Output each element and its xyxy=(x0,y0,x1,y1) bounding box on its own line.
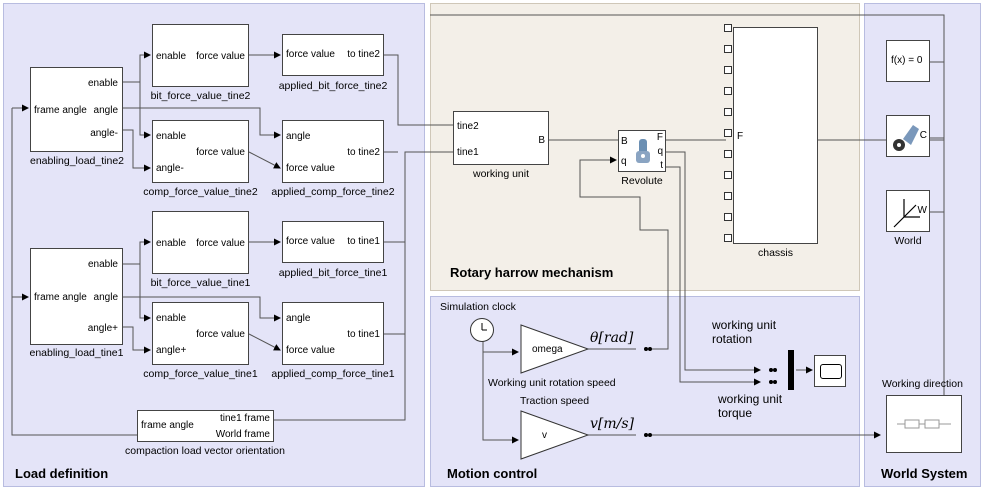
applied-comp-force-tine1-block[interactable]: angle force value to tine1 xyxy=(282,302,384,365)
compaction-load-block[interactable]: frame angle tine1 frame World frame xyxy=(137,410,274,442)
traction-signal-label: v[m/s] xyxy=(590,416,635,432)
comp-force-value-tine2-name: comp_force_value_tine2 xyxy=(143,186,258,198)
port-markers xyxy=(644,347,777,437)
traction-gain-block[interactable] xyxy=(520,410,590,460)
chassis-port-icon xyxy=(724,213,732,221)
enabling-load-tine2-name: enabling_load_tine2 xyxy=(30,155,125,167)
chassis-port-column: (function(){var c=document.currentScript… xyxy=(724,24,732,244)
revolute-name: Revolute xyxy=(621,175,663,187)
applied-comp-force-tine2-name: applied_comp_force_tine2 xyxy=(271,186,395,198)
enabling-load-tine2-block[interactable]: frame angle enable angle angle- xyxy=(30,67,123,152)
scope-block[interactable] xyxy=(814,355,846,387)
applied-comp-force-tine2-block[interactable]: angle force value to tine2 xyxy=(282,120,384,183)
chassis-port-icon xyxy=(724,45,732,53)
chassis-port-icon xyxy=(724,108,732,116)
chassis-port-icon xyxy=(724,192,732,200)
omega-caption: Working unit rotation speed xyxy=(488,377,616,389)
working-unit-name: working unit xyxy=(472,168,530,180)
solver-configuration-block[interactable]: f(x) = 0 xyxy=(886,40,930,82)
comp-force-value-tine1-name: comp_force_value_tine1 xyxy=(143,368,258,380)
comp-force-value-tine2-block[interactable]: enable angle- force value xyxy=(152,120,249,183)
torque-signal-label: working unit torque xyxy=(718,392,783,420)
rotary-harrow-title: Rotary harrow mechanism xyxy=(450,265,614,280)
world-system-title: World System xyxy=(881,466,968,481)
bit-force-value-tine1-block[interactable]: enable force value xyxy=(152,211,249,274)
revolute-joint-icon xyxy=(636,139,650,163)
clock-hands-icon xyxy=(481,323,487,331)
chassis-block[interactable]: F xyxy=(733,27,818,244)
rotation-signal-label: working unit rotation xyxy=(712,318,777,346)
chassis-port-icon xyxy=(724,87,732,95)
mechanism-configuration-block[interactable]: C xyxy=(886,115,930,157)
applied-bit-force-tine2-block[interactable]: force value to tine2 xyxy=(282,34,384,76)
subsystem-preview-icon xyxy=(897,419,951,429)
chassis-port-icon xyxy=(724,234,732,242)
chassis-port-icon xyxy=(724,171,732,179)
compaction-load-name: compaction load vector orientation xyxy=(125,445,285,457)
axes-icon xyxy=(893,199,920,228)
chassis-name: chassis xyxy=(757,247,793,259)
omega-signal-label: θ[rad] xyxy=(590,330,634,346)
motion-control-area xyxy=(430,296,860,487)
simulation-clock-name: Simulation clock xyxy=(440,301,516,313)
gear-icon xyxy=(893,125,919,151)
working-direction-name: Working direction xyxy=(882,378,963,390)
load-definition-title: Load definition xyxy=(15,466,109,481)
working-direction-block[interactable] xyxy=(886,395,962,453)
chassis-port-icon xyxy=(724,129,732,137)
applied-bit-force-tine2-name: applied_bit_force_tine2 xyxy=(278,80,388,92)
bit-force-value-tine2-name: bit_force_value_tine2 xyxy=(150,90,251,102)
mux-bar xyxy=(788,350,794,390)
bit-force-value-tine1-name: bit_force_value_tine1 xyxy=(150,277,251,289)
omega-gain-block[interactable] xyxy=(520,324,590,374)
traction-gain-label: v xyxy=(542,430,547,441)
enabling-load-tine1-block[interactable]: frame angle enable angle angle+ xyxy=(30,248,123,345)
bit-force-value-tine2-block[interactable]: enable force value xyxy=(152,24,249,87)
world-frame-block[interactable]: W xyxy=(886,190,930,232)
chassis-port-icon xyxy=(724,150,732,158)
scope-screen-icon xyxy=(820,364,842,379)
enabling-load-tine1-name: enabling_load_tine1 xyxy=(29,347,124,359)
working-unit-block[interactable]: tine2 tine1 B xyxy=(453,111,549,165)
chassis-port-icon xyxy=(724,66,732,74)
applied-bit-force-tine1-name: applied_bit_force_tine1 xyxy=(278,267,388,279)
applied-bit-force-tine1-block[interactable]: force value to tine1 xyxy=(282,221,384,263)
comp-force-value-tine1-block[interactable]: enable angle+ force value xyxy=(152,302,249,365)
motion-control-title: Motion control xyxy=(447,466,538,481)
clock-icon[interactable] xyxy=(470,318,494,342)
revolute-joint-block[interactable]: B q F q t xyxy=(618,130,666,172)
applied-comp-force-tine1-name: applied_comp_force_tine1 xyxy=(271,368,395,380)
traction-caption: Traction speed xyxy=(520,395,590,407)
chassis-port-icon xyxy=(724,24,732,32)
omega-gain-label: omega xyxy=(532,344,563,355)
world-frame-name: World xyxy=(894,235,922,247)
